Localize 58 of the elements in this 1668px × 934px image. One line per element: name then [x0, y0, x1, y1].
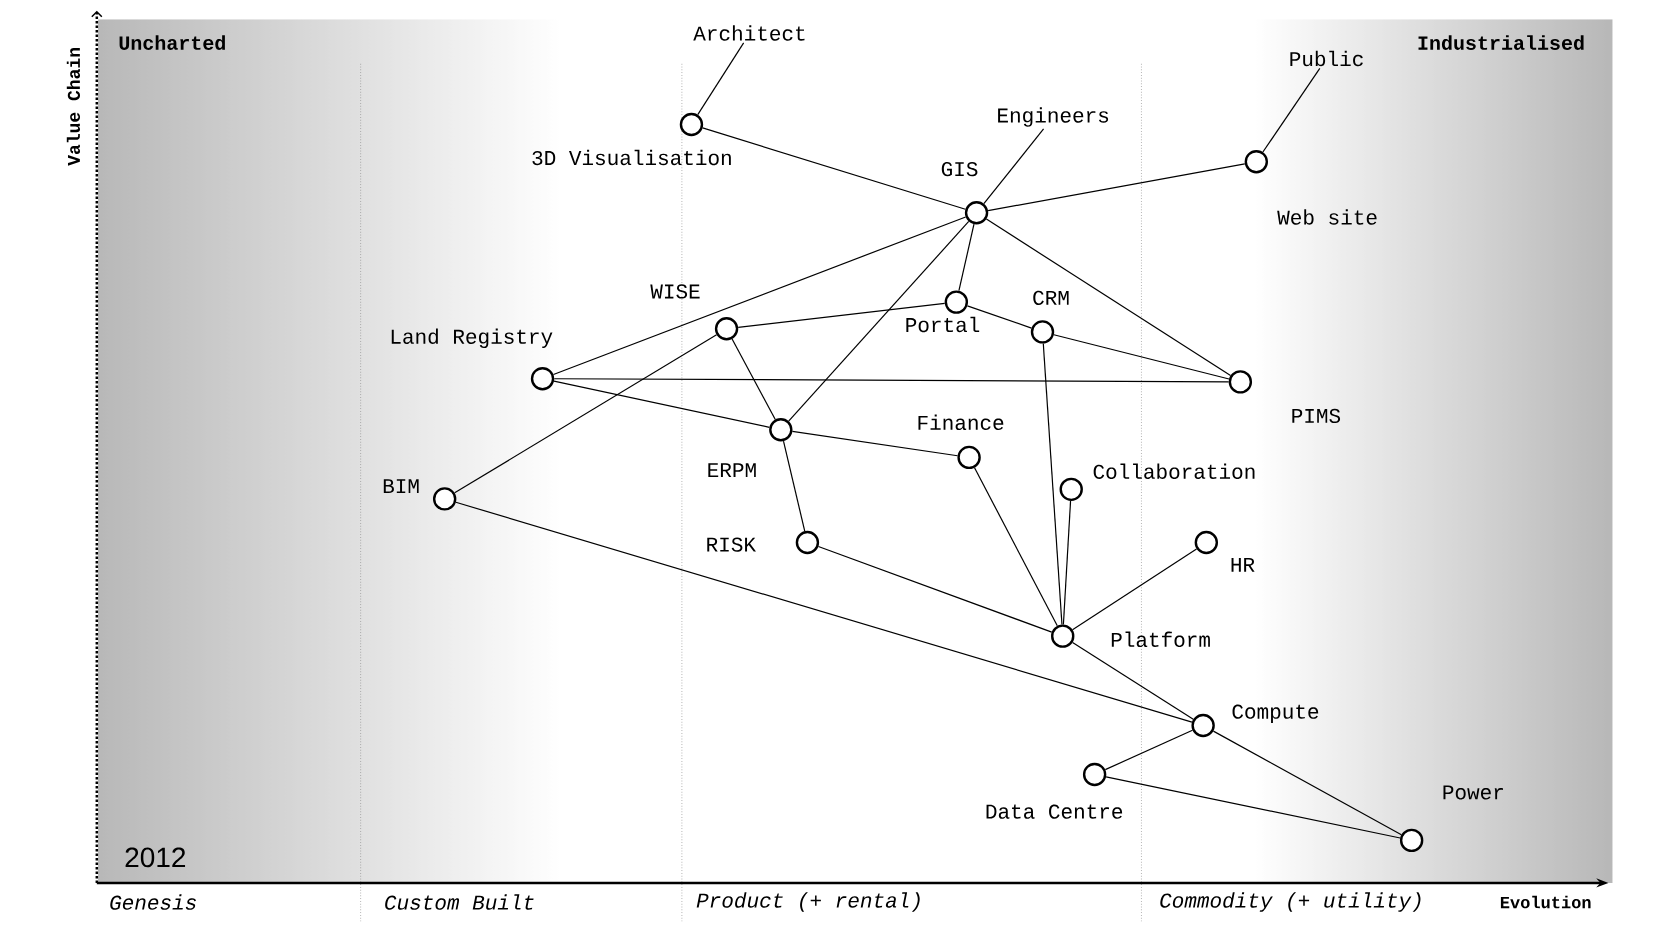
component-label: Land Registry: [391, 328, 553, 349]
component-label: CRM: [1033, 290, 1069, 305]
connector-line: [552, 216, 967, 376]
stage-label: Custom Built: [385, 894, 534, 910]
component-label: Compute: [1232, 704, 1319, 723]
component-label: Collaboration: [1093, 463, 1255, 479]
connector-line: [791, 430, 959, 457]
component-label: GIS: [941, 162, 978, 177]
connector-line: [455, 501, 1193, 723]
connector-line: [731, 338, 776, 421]
component-label: RISK: [707, 537, 756, 552]
connector-line: [958, 223, 975, 292]
connector-line: [1104, 729, 1194, 771]
region-label: Industrialised: [1418, 35, 1584, 50]
stage-label: Product (+ rental): [696, 892, 920, 912]
connector-line: [697, 42, 745, 116]
connector-line: [1105, 776, 1401, 839]
component-label: Web site: [1277, 209, 1377, 225]
component-label: PIMS: [1292, 408, 1341, 424]
user-label: Public: [1290, 50, 1363, 67]
connector-line: [553, 380, 770, 428]
component-label: HR: [1231, 557, 1255, 572]
connector-line: [702, 127, 966, 210]
connector-line: [454, 334, 718, 494]
stage-label: Commodity (+ utility): [1160, 892, 1421, 912]
year-label: 2012: [125, 847, 186, 868]
component-label: BIM: [383, 479, 419, 494]
connector-line: [985, 218, 1232, 377]
connector-line: [1042, 342, 1063, 626]
region-label: Uncharted: [119, 35, 225, 50]
component-label: Data Centre: [986, 804, 1123, 819]
connector-line: [1071, 548, 1198, 631]
component-label: Portal: [906, 316, 980, 333]
connector-line: [1062, 500, 1072, 626]
connector-line: [817, 545, 1053, 633]
connector-line: [737, 302, 946, 328]
connector-line: [788, 220, 970, 422]
connector-line: [1072, 641, 1194, 720]
connector-line: [1212, 730, 1402, 836]
component-label: Power: [1443, 785, 1503, 800]
connector-line: [782, 440, 806, 532]
connector-line: [973, 467, 1058, 627]
component-label: WISE: [650, 284, 700, 299]
component-label: 3D Visualisation: [532, 149, 731, 166]
connector-line: [983, 128, 1045, 205]
connector-line: [987, 163, 1246, 212]
axis-label: Evolution: [1500, 895, 1591, 909]
connector-line: [966, 305, 1033, 329]
user-label: Engineers: [998, 107, 1109, 127]
component-label: ERPM: [708, 463, 756, 478]
connector-line: [1053, 334, 1230, 380]
connector-line: [553, 378, 1230, 383]
stage-label: Genesis: [110, 894, 196, 910]
component-label: Finance: [918, 414, 1004, 431]
component-label: Platform: [1111, 631, 1210, 648]
axis-label: Value Chain: [66, 48, 80, 166]
connector-line: [1262, 67, 1321, 153]
user-label: Architect: [693, 25, 805, 41]
